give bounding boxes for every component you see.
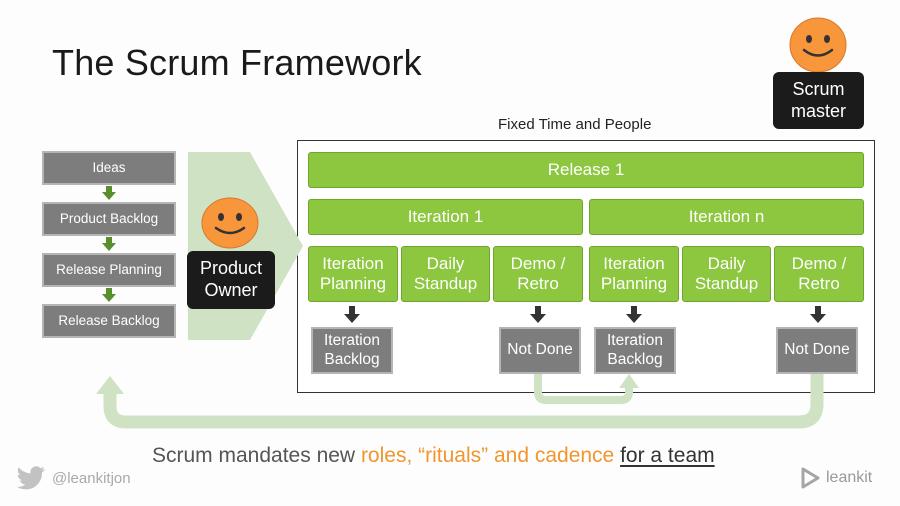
iteration-backlog-1: Iteration Backlog [311, 327, 393, 374]
flow-step-release-backlog: Release Backlog [42, 304, 176, 338]
demo-retro-1: Demo / Retro [493, 246, 583, 302]
scrum-master-face-icon [789, 17, 847, 73]
not-done-n: Not Done [776, 327, 858, 374]
caption-before: Scrum mandates new [152, 444, 361, 467]
flow-arrow-3 [102, 288, 116, 302]
scrum-master-box: Scrum master [773, 72, 864, 129]
fixed-time-label: Fixed Time and People [498, 116, 652, 133]
caption-underlined: for a team [620, 444, 715, 467]
down-arrow-demo-1 [530, 306, 546, 323]
iteration-planning-n: Iteration Planning [589, 246, 679, 302]
daily-standup-1: Daily Standup [401, 246, 490, 302]
product-owner-face-icon [201, 197, 259, 249]
iteration-1-bar: Iteration 1 [308, 199, 583, 235]
release-bar: Release 1 [308, 152, 864, 188]
down-arrow-planning-n [626, 306, 642, 323]
down-arrow-demo-n [810, 306, 826, 323]
caption-highlight: roles, “rituals” and cadence [360, 444, 615, 467]
return-arrow [96, 374, 824, 429]
iteration-planning-1: Iteration Planning [308, 246, 398, 302]
leankit-logo-icon [801, 467, 820, 489]
page-title: The Scrum Framework [52, 42, 422, 83]
caption: Scrum mandates new roles, “rituals” and … [152, 444, 715, 468]
flow-arrow-1 [102, 186, 116, 200]
iteration-n-bar: Iteration n [589, 199, 864, 235]
flow-step-release-planning: Release Planning [42, 253, 176, 287]
leankit-logo-text: leankit [826, 469, 873, 486]
iteration-backlog-n: Iteration Backlog [594, 327, 676, 374]
twitter-handle-text: @leankitjon [52, 469, 131, 487]
leankit-logo: leankit [800, 466, 872, 490]
twitter-handle: @leankitjon [16, 466, 131, 490]
flow-arrow-2 [102, 237, 116, 251]
down-arrow-planning-1 [344, 306, 360, 323]
product-owner-box: Product Owner [187, 251, 275, 309]
flow-step-ideas: Ideas [42, 151, 176, 185]
demo-retro-n: Demo / Retro [774, 246, 864, 302]
not-done-1: Not Done [499, 327, 581, 374]
twitter-bird-icon [16, 466, 45, 490]
daily-standup-n: Daily Standup [682, 246, 771, 302]
carry-over-arrow [534, 372, 639, 404]
flow-step-product-backlog: Product Backlog [42, 202, 176, 236]
